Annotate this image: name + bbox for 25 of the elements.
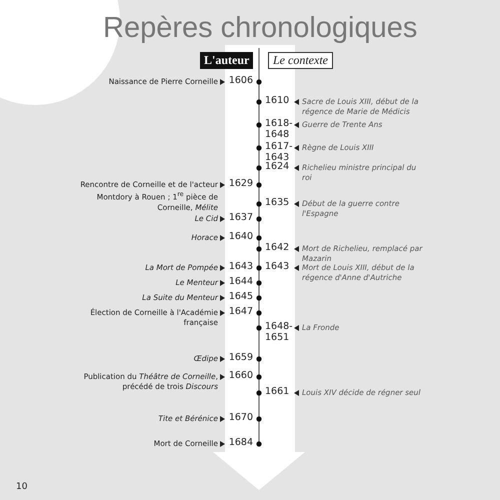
year-label: 1644 — [228, 277, 253, 288]
year-label: 1640 — [228, 232, 253, 242]
page-title: Repères chronologiques — [103, 12, 418, 45]
year-label: 1660 — [228, 371, 253, 382]
year-label: 1643 — [228, 262, 253, 272]
year-label: 1659 — [228, 353, 253, 364]
year-label: 1642 — [265, 243, 290, 254]
year-label: 1629 — [228, 179, 253, 190]
year-label: 1661 — [265, 387, 290, 398]
year-label: 1624 — [265, 162, 290, 172]
year-label: 1647 — [228, 307, 253, 318]
page-number: 10 — [16, 482, 28, 492]
year-label: 1617- 1643 — [265, 142, 291, 162]
year-label: 1648- 1651 — [265, 322, 291, 343]
year-label: 1645 — [228, 292, 253, 302]
year-label: 1618- 1648 — [265, 119, 291, 140]
year-label: 1610 — [265, 96, 290, 106]
year-label: 1606 — [228, 76, 253, 86]
year-label: 1635 — [265, 198, 290, 208]
column-header: Le contexte — [268, 52, 333, 69]
column-header: L'auteur — [200, 52, 254, 69]
year-label: 1637 — [228, 213, 253, 224]
year-label: 1643 — [265, 262, 290, 272]
year-label: 1684 — [228, 438, 253, 448]
year-label: 1670 — [228, 413, 253, 424]
